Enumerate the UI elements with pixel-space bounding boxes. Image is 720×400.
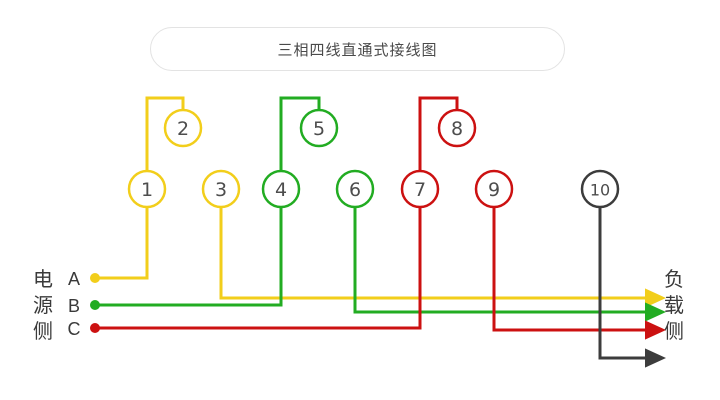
terminal-10[interactable]: 10: [580, 169, 620, 209]
load-side-char-1: 负: [664, 267, 684, 291]
terminal-label: 9: [488, 179, 500, 201]
terminal-2[interactable]: 2: [163, 108, 203, 148]
phase-c-wiring: [90, 96, 666, 340]
terminal-9[interactable]: 9: [474, 169, 514, 209]
terminal-4[interactable]: 4: [261, 169, 301, 209]
page-title: 三相四线直通式接线图: [277, 40, 438, 59]
terminal-circle[interactable]: [437, 108, 477, 148]
phase-b-wiring: [90, 96, 666, 322]
phase-label-b: B: [68, 296, 80, 316]
terminal-7[interactable]: 7: [400, 169, 440, 209]
terminal-circle[interactable]: [163, 108, 203, 148]
terminal-6[interactable]: 6: [335, 169, 375, 209]
load-side-char-3: 侧: [664, 319, 684, 343]
terminal-circle[interactable]: [201, 169, 241, 209]
wire-source-a-to-terminal-1: [95, 207, 149, 280]
terminal-circle[interactable]: [335, 169, 375, 209]
terminal-circle[interactable]: [474, 169, 514, 209]
wire-link-terminal-1-to-2: [145, 96, 185, 171]
wire-terminal-9-to-load-c: [492, 207, 666, 340]
terminal-label: 7: [414, 179, 426, 201]
terminal-1[interactable]: 1: [127, 169, 167, 209]
phase-a-wiring: [90, 96, 666, 308]
load-side-char-2: 载: [664, 293, 684, 317]
wire-terminal-6-to-load-b: [353, 207, 666, 322]
source-side-char-2: 源: [33, 293, 53, 317]
phase-label-c: C: [68, 319, 81, 339]
diagram-title-pill: 三相四线直通式接线图: [150, 27, 565, 71]
terminal-circle[interactable]: [261, 169, 301, 209]
terminal-3[interactable]: 3: [201, 169, 241, 209]
terminal-label: 5: [313, 118, 325, 140]
source-side-char-1: 电: [33, 267, 53, 291]
terminal-label: 4: [275, 179, 287, 201]
source-side-labels: 电 源 侧 A B C: [33, 267, 81, 343]
wire-terminal-10-to-load-n: [598, 207, 666, 368]
phase-label-a: A: [68, 269, 80, 289]
load-side-labels: 负 载 侧: [664, 267, 684, 343]
terminal-circle[interactable]: [580, 169, 620, 209]
neutral-wiring: [598, 207, 666, 368]
terminal-circle[interactable]: [127, 169, 167, 209]
terminal-label: 2: [177, 118, 189, 140]
terminal-circle[interactable]: [299, 108, 339, 148]
terminal-label: 6: [349, 179, 361, 201]
terminal-5[interactable]: 5: [299, 108, 339, 148]
terminal-label: 1: [141, 179, 153, 201]
terminal-label: 3: [215, 179, 227, 201]
wire-source-c-to-terminal-7: [95, 207, 422, 330]
terminal-circle[interactable]: [400, 169, 440, 209]
wire-link-terminal-4-to-5: [279, 96, 321, 171]
wire-source-b-to-terminal-4: [95, 207, 283, 307]
wire-terminal-3-to-load-a: [219, 207, 666, 308]
wire-link-terminal-7-to-8: [418, 96, 459, 171]
terminal-group: 1 2 3 4 5 6 7: [127, 108, 620, 209]
terminal-8[interactable]: 8: [437, 108, 477, 148]
terminal-label: 8: [451, 118, 463, 140]
source-side-char-3: 侧: [33, 319, 53, 343]
terminal-label: 10: [590, 181, 610, 200]
